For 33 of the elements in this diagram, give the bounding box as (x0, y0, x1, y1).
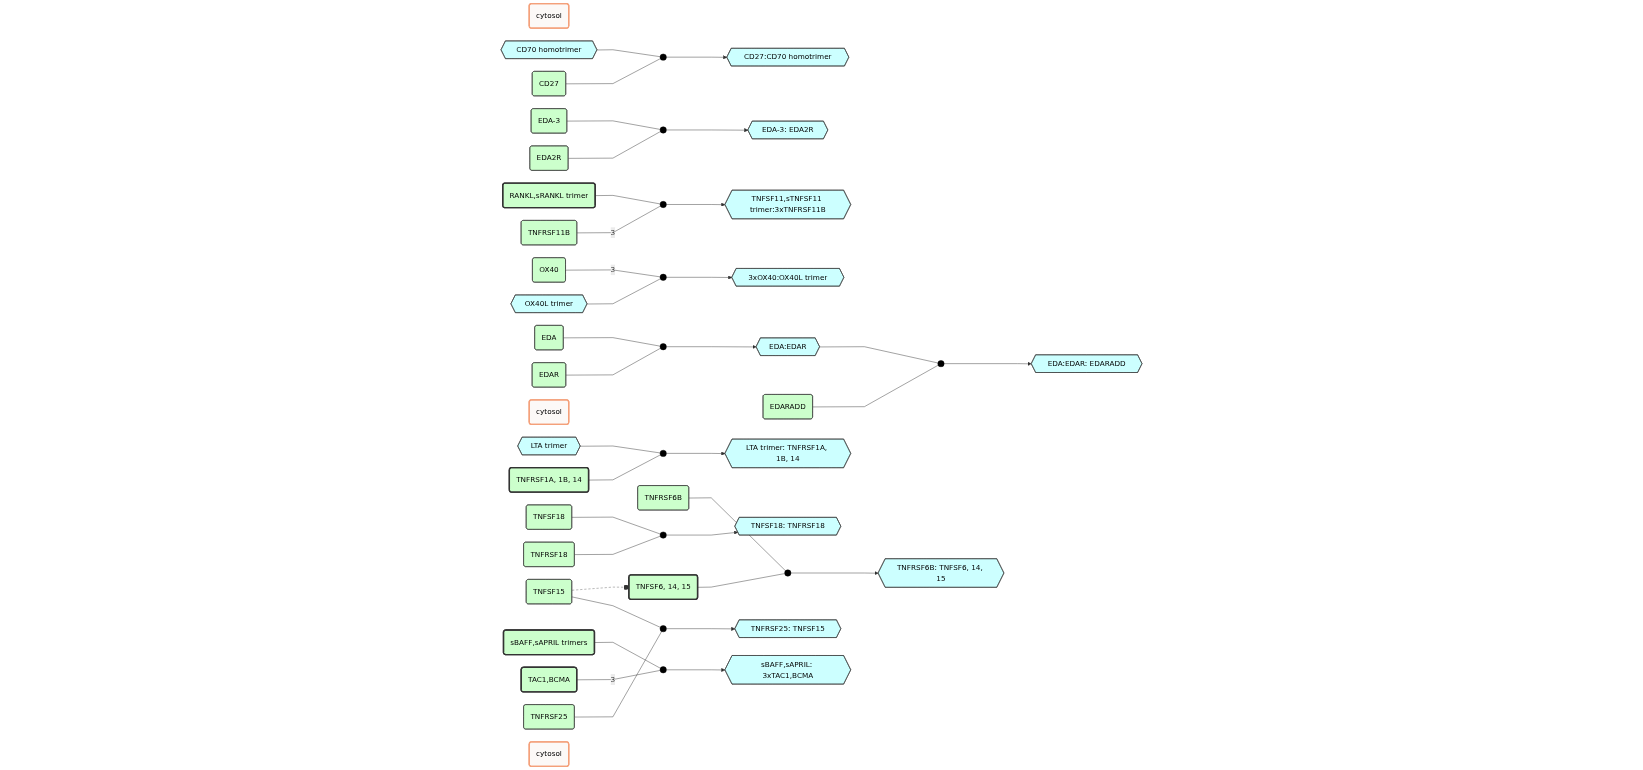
node-circle (659, 531, 667, 539)
connector (576, 205, 661, 234)
connector (587, 278, 661, 305)
node-circle (659, 273, 667, 281)
connector (571, 516, 661, 535)
node-circle (659, 343, 667, 351)
connector (566, 120, 661, 130)
connector (571, 596, 661, 628)
connector (568, 131, 661, 159)
node-circle (659, 666, 667, 674)
connector (697, 573, 785, 588)
connector (574, 536, 661, 555)
connector (574, 631, 662, 718)
node-circle (659, 53, 667, 61)
connector (594, 642, 661, 669)
connector (565, 58, 661, 85)
connector (576, 670, 661, 681)
node-circle (659, 201, 667, 208)
connector (563, 337, 661, 347)
node-circle (659, 450, 667, 457)
node-circle (659, 625, 667, 633)
connector (565, 348, 661, 376)
node-circle (937, 360, 945, 368)
connector (580, 445, 661, 454)
connector (812, 364, 939, 408)
connector (819, 346, 939, 364)
node-circle (784, 569, 792, 577)
connector (565, 269, 661, 278)
connector (688, 497, 786, 571)
connector (596, 49, 661, 57)
node-circle (659, 126, 667, 134)
connector (595, 195, 661, 205)
connector (588, 454, 661, 481)
